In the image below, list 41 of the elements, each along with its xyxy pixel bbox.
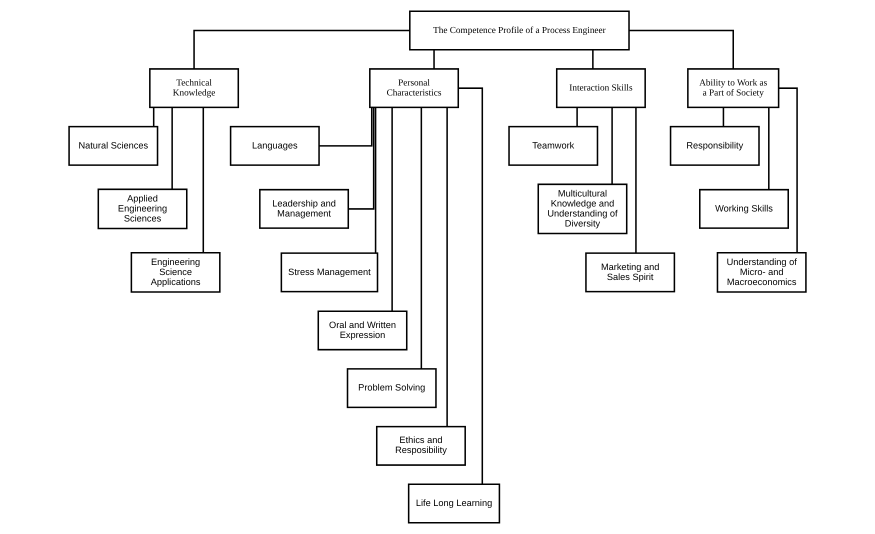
connector <box>374 108 376 253</box>
connector <box>722 108 724 127</box>
node-box: Interaction Skills <box>556 68 646 108</box>
connector <box>635 108 637 253</box>
node-box: Working Skills <box>699 188 789 229</box>
connector <box>611 108 613 184</box>
connector <box>778 87 798 253</box>
node-box: Marketing and Sales Spirit <box>585 252 676 292</box>
connector <box>446 107 448 426</box>
node-box: Multicultural Knowledge and Understanding of Diversity <box>538 184 628 234</box>
connector <box>458 87 484 484</box>
connector <box>768 108 770 190</box>
node-box: Natural Sciences <box>68 126 158 166</box>
node-box: Oral and Written Expression <box>318 310 408 350</box>
node-box: Leadership and Management <box>259 188 350 229</box>
node-box: Understanding of Micro- and Macroeconomics <box>716 252 807 293</box>
connector <box>202 108 204 253</box>
node-box: Ethics and Resposibility <box>376 426 466 466</box>
connector <box>152 108 154 127</box>
connector <box>348 108 374 210</box>
node-box: Personal Characteristics <box>369 68 460 108</box>
node-box: Technical Knowledge <box>149 68 240 108</box>
node-box: Languages <box>230 126 320 166</box>
connector <box>319 108 372 147</box>
connector <box>576 108 578 127</box>
connector <box>420 108 422 369</box>
node-box: Life Long Learning <box>408 484 500 524</box>
connector <box>391 108 393 311</box>
node-box: Problem Solving <box>346 368 437 408</box>
connector <box>629 30 734 69</box>
node-box: Responsibility <box>670 126 760 166</box>
node-box: Engineering Science Applications <box>130 252 221 293</box>
node-box: Ability to Work as a Part of Society <box>687 68 780 108</box>
connector <box>433 50 435 69</box>
node-box: The Competence Profile of a Process Engineer <box>409 10 630 50</box>
connector <box>171 108 173 190</box>
connector <box>193 30 410 69</box>
connector <box>592 50 594 69</box>
node-box: Teamwork <box>508 126 598 166</box>
node-box: Applied Engineering Sciences <box>98 188 188 230</box>
node-box: Stress Management <box>280 252 378 292</box>
